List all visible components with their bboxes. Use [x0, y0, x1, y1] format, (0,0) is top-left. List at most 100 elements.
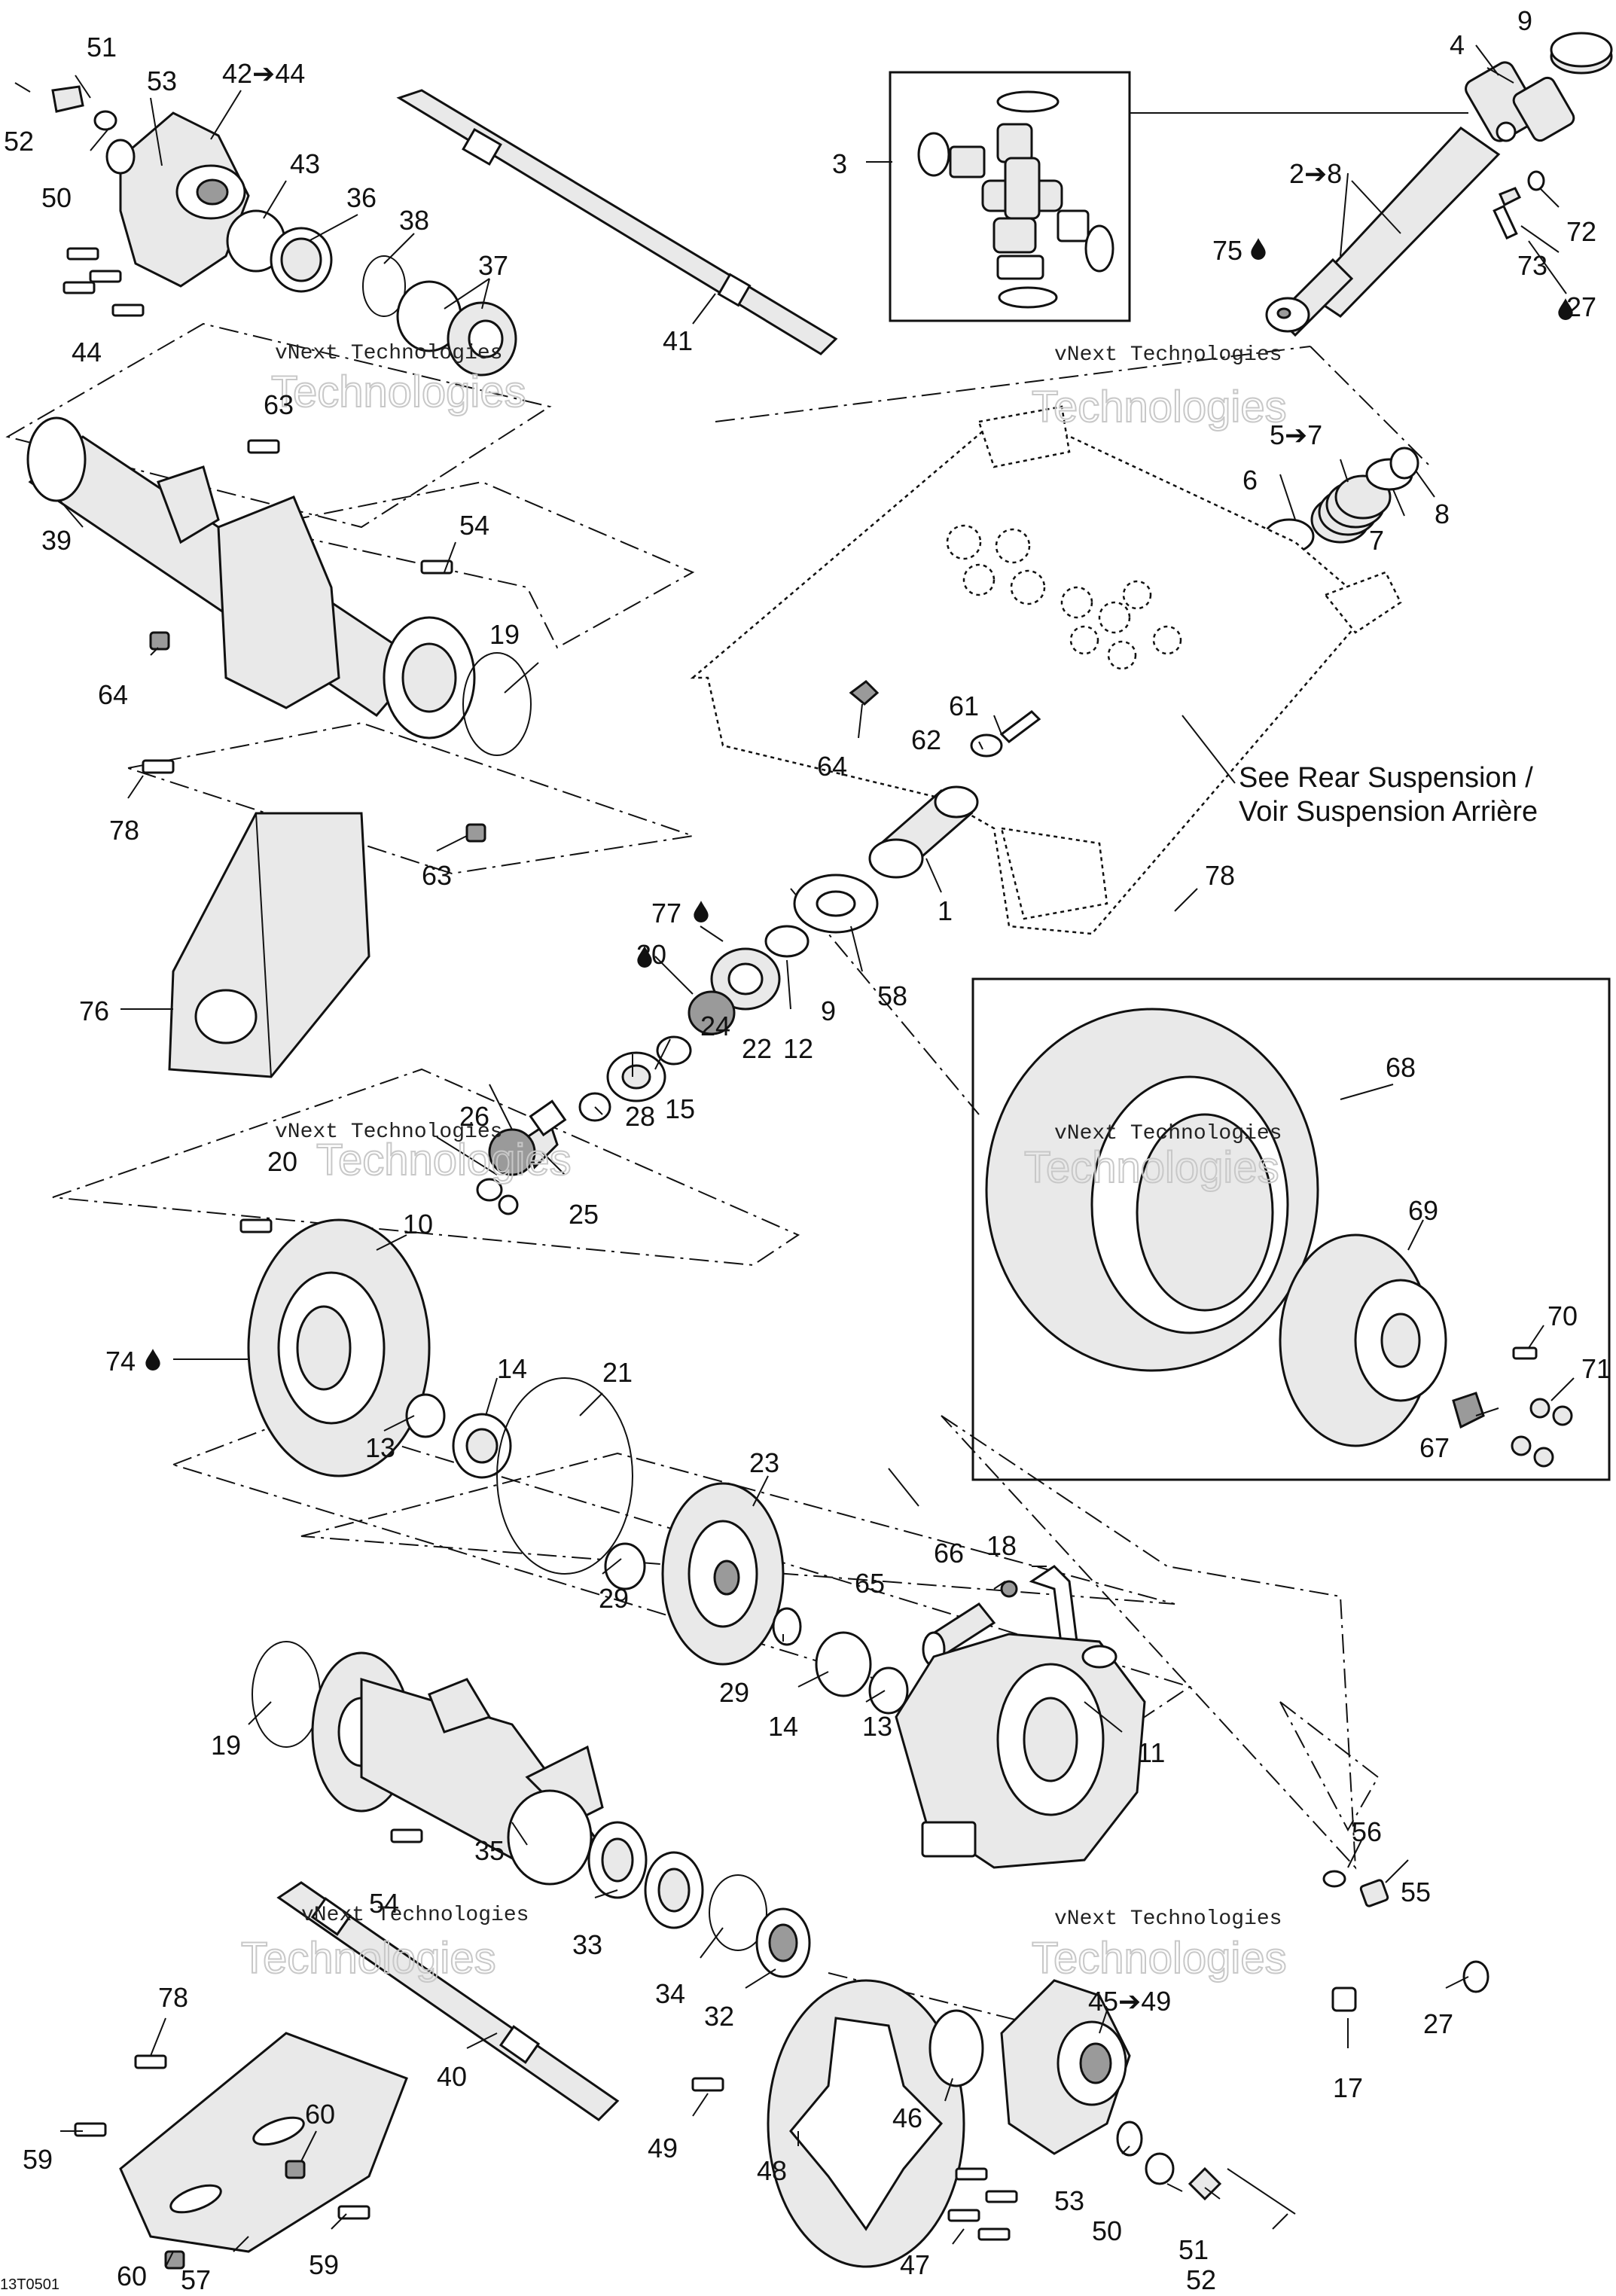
- callout-33: 33: [572, 1929, 602, 1960]
- callout-22: 22: [742, 1033, 772, 1064]
- callout-26: 26: [459, 1101, 489, 1132]
- callout-14-lower: 14: [768, 1711, 798, 1742]
- swing-arm-reference: [690, 405, 1402, 935]
- callout-78-lower: 78: [158, 1982, 188, 2013]
- callout-72: 72: [1566, 216, 1596, 247]
- callout-15: 15: [665, 1093, 695, 1124]
- callout-54-upper: 54: [459, 510, 489, 541]
- callout-14-upper: 14: [497, 1353, 527, 1384]
- callout-56: 56: [1352, 1816, 1382, 1847]
- callout-76: 76: [79, 996, 109, 1026]
- wheel-tire-box: [971, 977, 1611, 1481]
- callout-71: 71: [1581, 1353, 1611, 1384]
- leader-lines: [59, 44, 1575, 2267]
- callout-13-upper: 13: [365, 1432, 395, 1463]
- callout-23: 23: [749, 1447, 779, 1478]
- callout-44: 44: [72, 337, 102, 367]
- callout-58: 58: [877, 980, 907, 1011]
- callout-24: 24: [700, 1011, 730, 1041]
- callout-8: 8: [1435, 499, 1450, 529]
- callout-53-lower: 53: [1054, 2185, 1084, 2216]
- ring-gear: [604, 1482, 909, 1715]
- callout-4: 4: [1450, 29, 1465, 60]
- callout-9: 9: [821, 996, 836, 1026]
- callout-9-top: 9: [1517, 5, 1532, 36]
- stud-bolts-icon: [63, 247, 145, 317]
- callout-54-lower: 54: [369, 1888, 399, 1919]
- callout-50-lower: 50: [1092, 2215, 1122, 2246]
- callout-65: 65: [855, 1568, 885, 1599]
- callout-10: 10: [403, 1209, 433, 1239]
- callout-64-right: 64: [817, 751, 847, 782]
- skid-plate: [74, 2032, 408, 2270]
- axle-shaft-lower: [276, 1881, 620, 2121]
- pinion-gear-icon: [488, 1099, 567, 1176]
- callout-78-upper: 78: [109, 815, 139, 846]
- watermark-small: vNext Technologies: [301, 1904, 529, 1927]
- callout-11: 11: [1137, 1737, 1165, 1768]
- oil-drop-icon: [1251, 238, 1266, 260]
- callout-59-left: 59: [23, 2144, 53, 2175]
- watermark-small: vNext Technologies: [275, 342, 502, 365]
- watermarks: Technologies Technologies Technologies T…: [240, 342, 1288, 1983]
- upper-hub-assembly: [14, 82, 517, 377]
- callout-52-upper: 52: [4, 126, 34, 157]
- callout-19-upper: 19: [489, 619, 520, 650]
- mounting-bracket: [142, 759, 486, 1078]
- cross-spider-icon: [981, 123, 1063, 280]
- oil-drop-icon: [694, 901, 709, 922]
- callout-27-top: 27: [1566, 291, 1596, 322]
- callout-68: 68: [1386, 1052, 1416, 1083]
- callout-57: 57: [181, 2264, 211, 2295]
- callout-77: 77: [651, 898, 681, 928]
- callout-60-lower: 60: [117, 2261, 147, 2291]
- misc-hardware: [1322, 1870, 1489, 2012]
- callout-69: 69: [1408, 1195, 1438, 1226]
- callout-labels: 1 2➔8 3 4 5➔7 6 7 8 9 9 10 11 12 13 13 1…: [4, 5, 1611, 2295]
- callout-73: 73: [1517, 250, 1547, 281]
- callout-17: 17: [1333, 2072, 1363, 2103]
- callout-50-upper: 50: [41, 182, 72, 213]
- bolt-73-icon: [1493, 187, 1522, 240]
- callout-55: 55: [1401, 1877, 1431, 1907]
- callout-18: 18: [986, 1530, 1017, 1561]
- callout-47: 47: [900, 2249, 930, 2280]
- callout-61: 61: [949, 691, 979, 721]
- watermark-large: Technologies: [1032, 383, 1287, 431]
- callout-42-44: 42➔44: [222, 58, 305, 89]
- callout-38: 38: [399, 205, 429, 236]
- axle-tube-upper: [26, 416, 532, 756]
- lower-bearings: [587, 1821, 811, 1978]
- final-drive-housing: [895, 1633, 1146, 1869]
- callout-6: 6: [1242, 465, 1258, 495]
- callout-28: 28: [625, 1101, 655, 1132]
- callout-12: 12: [783, 1033, 813, 1064]
- callout-45-49: 45➔49: [1088, 1986, 1171, 2017]
- callout-64-left: 64: [98, 679, 128, 710]
- callout-35: 35: [474, 1835, 505, 1866]
- callout-59-right: 59: [309, 2249, 339, 2280]
- hub-studs-icon: [947, 2167, 1018, 2241]
- callout-51-upper: 51: [87, 32, 117, 63]
- callout-34: 34: [655, 1978, 685, 2009]
- callout-49: 49: [648, 2133, 678, 2163]
- watermark-small: vNext Technologies: [1054, 1907, 1282, 1931]
- watermark-large: Technologies: [271, 367, 526, 416]
- callout-52-lower: 52: [1186, 2264, 1216, 2295]
- callout-63-lower: 63: [422, 860, 452, 891]
- boot-clamp-set: [1264, 447, 1419, 554]
- lug-nuts-icon: [1511, 1398, 1573, 1468]
- callout-41: 41: [663, 325, 693, 356]
- callout-66: 66: [934, 1538, 964, 1569]
- callout-7: 7: [1369, 525, 1384, 556]
- callout-29-upper: 29: [599, 1583, 629, 1614]
- callout-30: 30: [636, 939, 666, 970]
- universal-joint-kit-box: [889, 71, 1468, 322]
- yoke-icon: [1465, 61, 1575, 142]
- watermark-small: vNext Technologies: [1054, 1122, 1282, 1145]
- bearing-cup-icon: [1550, 32, 1613, 75]
- callout-32: 32: [704, 2001, 734, 2032]
- callout-62: 62: [911, 724, 941, 755]
- callout-20: 20: [267, 1146, 297, 1177]
